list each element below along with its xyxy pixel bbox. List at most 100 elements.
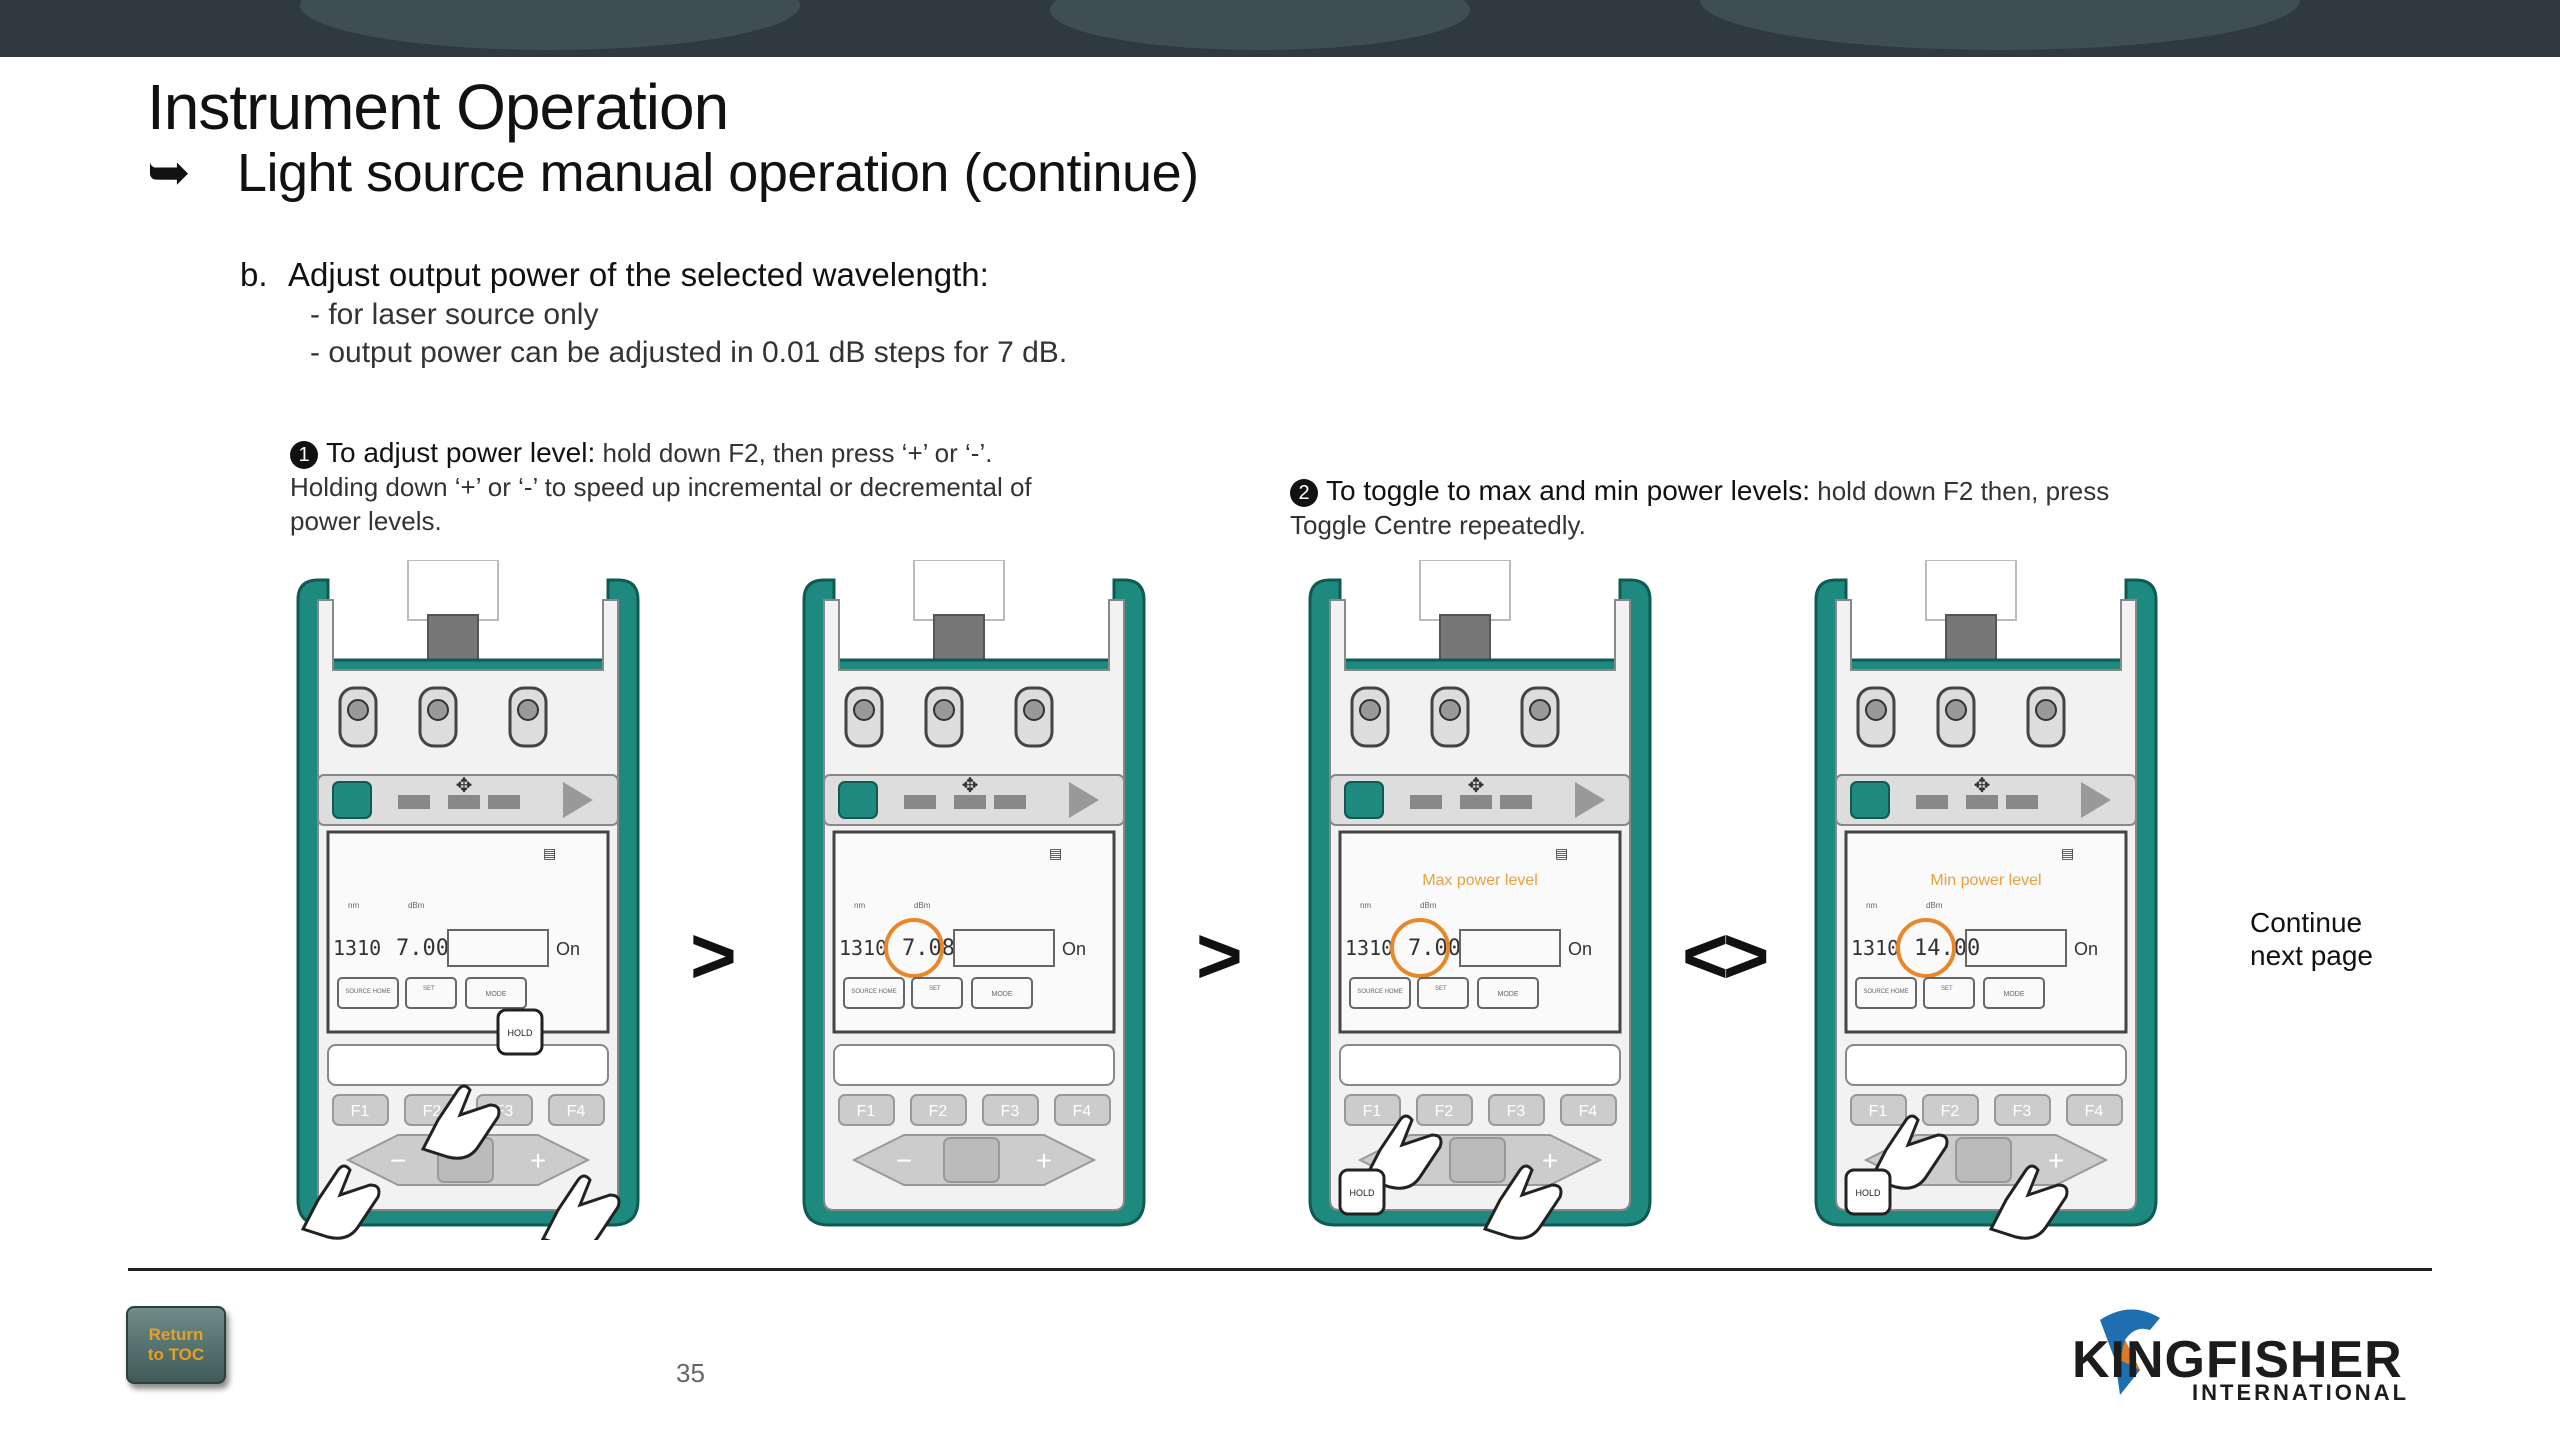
hold-label: HOLD	[1855, 1188, 1881, 1198]
lcd-screen	[832, 830, 1116, 1034]
page-subtitle: Light source manual operation (continue)	[237, 143, 1199, 203]
function-key-label: F1	[1869, 1103, 1888, 1120]
toggle-chevrons: <>	[1682, 911, 1769, 1000]
plus-key: +	[530, 1145, 546, 1176]
port-knob-dot	[1529, 699, 1551, 721]
mode-label: MODE	[486, 991, 507, 998]
source-home-key	[1855, 977, 1917, 1009]
message-bar	[1339, 1044, 1621, 1086]
power-button	[332, 781, 372, 819]
battery-icon: ▤	[2061, 845, 2074, 861]
port-knob-dot	[1439, 699, 1461, 721]
source-home-label: SOURCE HOME	[1357, 989, 1402, 995]
source-home-key	[337, 977, 399, 1009]
mode-key	[465, 977, 527, 1009]
function-key-label: F3	[2013, 1103, 2032, 1120]
logo-sub-text: INTERNATIONAL	[2192, 1380, 2410, 1405]
highlight-circle	[1896, 918, 1956, 978]
hold-badge	[1338, 1168, 1386, 1216]
function-key-label: F2	[423, 1103, 442, 1120]
message-bar	[1845, 1044, 2127, 1086]
led-indicator	[488, 795, 520, 809]
play-icon	[1069, 782, 1099, 818]
port-knob-dot	[2035, 699, 2057, 721]
number-badge: 2	[1290, 479, 1318, 507]
instruction-1-bold: To adjust power level:	[326, 437, 596, 468]
function-key-f1	[332, 1094, 389, 1126]
play-icon	[1575, 782, 1605, 818]
port-knob-dot	[933, 699, 955, 721]
source-home-label: SOURCE HOME	[345, 989, 390, 995]
hand-pointer-icon	[1868, 1114, 1949, 1190]
led-indicator	[1966, 795, 1998, 809]
led-indicator	[398, 795, 430, 809]
led-indicator	[448, 795, 480, 809]
source-home-key	[1349, 977, 1411, 1009]
continue-note: Continue next page	[2250, 906, 2373, 972]
power-button	[1850, 781, 1890, 819]
mode-label: MODE	[2004, 991, 2025, 998]
function-key-label: F1	[351, 1103, 370, 1120]
section-b-heading: b.Adjust output power of the selected wa…	[240, 256, 989, 294]
hand-pointer-icon	[1482, 1164, 1563, 1240]
source-home-label: SOURCE HOME	[851, 989, 896, 995]
battery-icon: ▤	[1049, 845, 1062, 861]
function-key-f1	[1850, 1094, 1907, 1126]
led-indicator	[1500, 795, 1532, 809]
instruction-2-line2: Toggle Centre repeatedly.	[1290, 510, 1586, 540]
port-knob-dot	[853, 699, 875, 721]
section-letter: b.	[240, 256, 268, 293]
page-number: 35	[676, 1358, 705, 1388]
bar-frame	[1965, 929, 2067, 967]
set-label: SET	[423, 986, 435, 992]
toggle-centre	[943, 1137, 1000, 1183]
function-key-f4	[1054, 1094, 1111, 1126]
unit-label-nm: nm	[854, 901, 865, 910]
function-key-f2	[1416, 1094, 1473, 1126]
unit-label-nm: nm	[1360, 901, 1371, 910]
led-indicator	[2006, 795, 2038, 809]
hand-pointer-icon	[420, 1084, 501, 1160]
set-key	[1923, 977, 1975, 1009]
mode-label: MODE	[992, 991, 1013, 998]
power-readout: 14.00	[1914, 936, 1980, 961]
mode-key	[971, 977, 1033, 1009]
unit-label: dBm	[408, 901, 425, 910]
function-key-f3	[982, 1094, 1039, 1126]
hand-pointer-icon	[1362, 1114, 1443, 1190]
port-knob-dot	[347, 699, 369, 721]
hold-badge	[1844, 1168, 1892, 1216]
hold-badge	[496, 1008, 544, 1056]
set-key	[1417, 977, 1469, 1009]
unit-label: dBm	[1420, 901, 1437, 910]
bullet-laser-only: - for laser source only	[310, 298, 599, 331]
bar-frame	[953, 929, 1055, 967]
instruction-1-line3: power levels.	[290, 506, 442, 536]
hand-pointer-icon	[540, 1174, 621, 1240]
mode-label: MODE	[1498, 991, 1519, 998]
toc-label-2: to TOC	[147, 1345, 205, 1364]
wavelength-readout: 1310	[839, 936, 887, 960]
bar-frame	[1459, 929, 1561, 967]
subtitle-row: ➥ Light source manual operation (continu…	[147, 142, 1199, 204]
hand-pointer-icon	[1988, 1164, 2069, 1240]
power-button	[1344, 781, 1384, 819]
function-key-label: F2	[1435, 1103, 1454, 1120]
function-key-label: F4	[2085, 1103, 2104, 1120]
lcd-screen	[326, 830, 610, 1034]
unit-label: dBm	[914, 901, 931, 910]
gear-icon: ✥	[456, 775, 473, 797]
return-to-toc-button[interactable]: Return to TOC	[126, 1306, 226, 1384]
port-knob-dot	[427, 699, 449, 721]
port-knob-dot	[1023, 699, 1045, 721]
continue-line1: Continue	[2250, 907, 2363, 938]
function-key-label: F4	[567, 1103, 586, 1120]
highlight-circle	[1390, 918, 1450, 978]
function-key-label: F2	[1941, 1103, 1960, 1120]
function-key-f4	[548, 1094, 605, 1126]
lcd-screen	[1338, 830, 1622, 1034]
next-chevron: >	[1196, 911, 1243, 1000]
mode-key	[1477, 977, 1539, 1009]
function-key-label: F1	[1363, 1103, 1382, 1120]
